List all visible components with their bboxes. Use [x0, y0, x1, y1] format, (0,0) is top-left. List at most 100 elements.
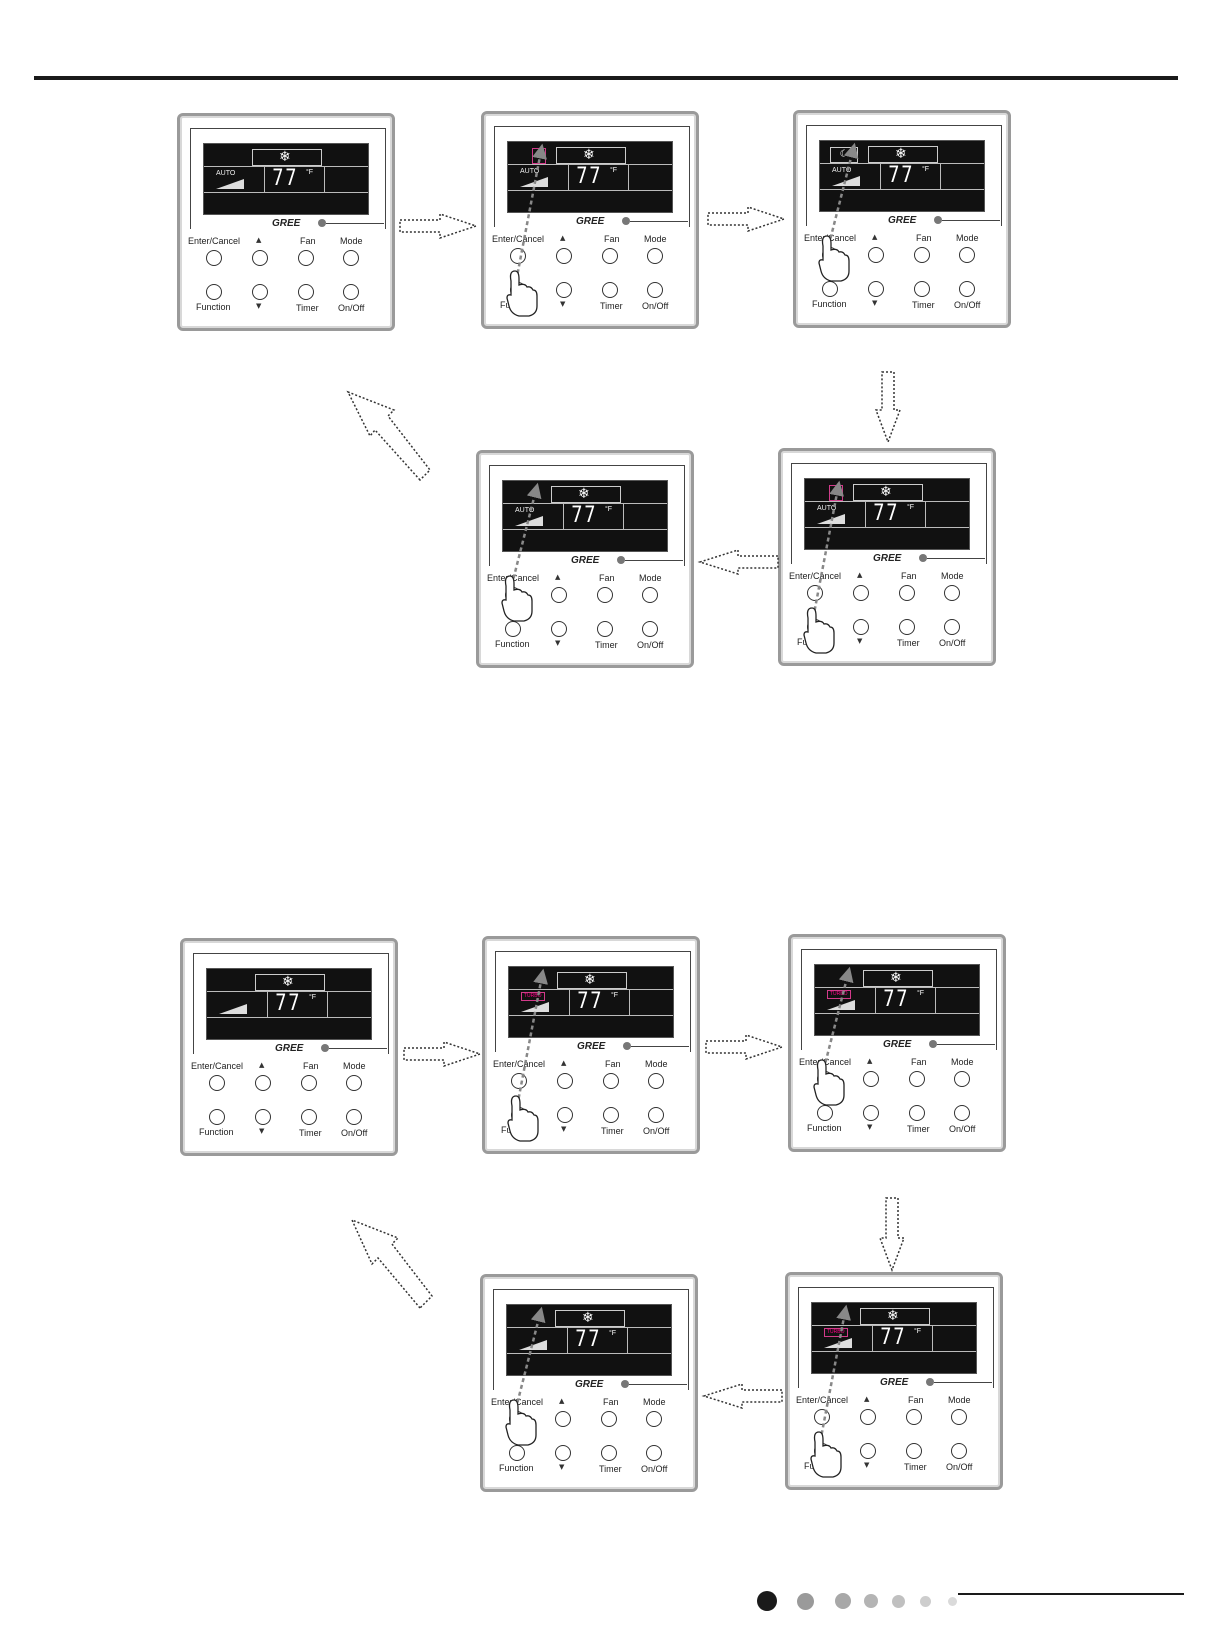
remote-panel-turbo-3: ❄TURBO77°FGREEEnter/Cancel▲FanModeFuncti… — [788, 934, 1006, 1152]
screen-line — [820, 163, 984, 164]
on-off-label: On/Off — [637, 640, 664, 650]
indicator-line — [625, 560, 683, 561]
timer-button[interactable] — [899, 619, 915, 635]
timer-button[interactable] — [597, 621, 613, 637]
down-button[interactable] — [868, 281, 884, 297]
mode-box: ❄ — [557, 972, 627, 989]
timer-button[interactable] — [914, 281, 930, 297]
down-button[interactable] — [556, 282, 572, 298]
fan-button[interactable] — [914, 247, 930, 263]
up-button[interactable] — [868, 247, 884, 263]
function-button[interactable] — [509, 1445, 525, 1461]
down-button[interactable] — [860, 1443, 876, 1459]
down-button[interactable] — [252, 284, 268, 300]
on-off-button[interactable] — [642, 621, 658, 637]
mode-label: Mode — [644, 234, 667, 244]
timer-button[interactable] — [906, 1443, 922, 1459]
indicator-dot — [929, 1040, 937, 1048]
arrow-right-3 — [403, 1040, 483, 1068]
fan-button[interactable] — [602, 248, 618, 264]
screen-line — [812, 1325, 976, 1326]
mode-button[interactable] — [648, 1073, 664, 1089]
enter-cancel-button[interactable] — [209, 1075, 225, 1091]
fan-button[interactable] — [906, 1409, 922, 1425]
mode-button[interactable] — [343, 250, 359, 266]
function-label: Function — [499, 1463, 534, 1473]
screen-divider — [925, 501, 926, 527]
on-off-button[interactable] — [648, 1107, 664, 1123]
panel-frame — [494, 126, 690, 227]
mode-button[interactable] — [954, 1071, 970, 1087]
fan-label: Fan — [916, 233, 932, 243]
function-button[interactable] — [817, 1105, 833, 1121]
down-button[interactable] — [551, 621, 567, 637]
screen-line — [815, 987, 979, 988]
mode-button[interactable] — [646, 1411, 662, 1427]
timer-button[interactable] — [603, 1107, 619, 1123]
up-button[interactable] — [853, 585, 869, 601]
mode-button[interactable] — [647, 248, 663, 264]
up-button[interactable] — [551, 587, 567, 603]
function-button[interactable] — [206, 284, 222, 300]
fan-button[interactable] — [603, 1073, 619, 1089]
on-off-button[interactable] — [343, 284, 359, 300]
temperature-value: 77 — [576, 164, 603, 189]
fan-button[interactable] — [597, 587, 613, 603]
mode-button[interactable] — [944, 585, 960, 601]
snowflake-icon: ❄ — [890, 970, 902, 986]
function-button[interactable] — [209, 1109, 225, 1125]
screen-line — [805, 501, 969, 502]
mode-box: ❄ — [853, 484, 923, 501]
timer-label: Timer — [897, 638, 920, 648]
up-button[interactable] — [555, 1411, 571, 1427]
on-off-button[interactable] — [951, 1443, 967, 1459]
fan-button[interactable] — [601, 1411, 617, 1427]
on-off-button[interactable] — [959, 281, 975, 297]
fan-button[interactable] — [301, 1075, 317, 1091]
on-off-button[interactable] — [954, 1105, 970, 1121]
down-button[interactable] — [557, 1107, 573, 1123]
up-button[interactable] — [255, 1075, 271, 1091]
snowflake-icon: ❄ — [582, 1310, 594, 1326]
mode-button[interactable] — [959, 247, 975, 263]
up-button[interactable] — [557, 1073, 573, 1089]
down-button[interactable] — [853, 619, 869, 635]
timer-button[interactable] — [602, 282, 618, 298]
function-button[interactable] — [505, 621, 521, 637]
auto-label: AUTO — [216, 170, 236, 177]
mode-button[interactable] — [346, 1075, 362, 1091]
on-off-button[interactable] — [346, 1109, 362, 1125]
press-indicator-line — [514, 968, 548, 1113]
screen-divider — [568, 164, 569, 190]
fan-button[interactable] — [899, 585, 915, 601]
pointing-hand-icon — [813, 1059, 845, 1106]
fan-button[interactable] — [909, 1071, 925, 1087]
timer-button[interactable] — [298, 284, 314, 300]
timer-button[interactable] — [301, 1109, 317, 1125]
up-button[interactable] — [556, 248, 572, 264]
up-button[interactable] — [860, 1409, 876, 1425]
on-off-label: On/Off — [946, 1462, 973, 1472]
mode-button[interactable] — [642, 587, 658, 603]
up-label: ▲ — [559, 1397, 565, 1405]
fan-button[interactable] — [298, 250, 314, 266]
mode-button[interactable] — [951, 1409, 967, 1425]
down-button[interactable] — [255, 1109, 271, 1125]
timer-button[interactable] — [601, 1445, 617, 1461]
temperature-unit: °F — [917, 990, 925, 997]
on-off-label: On/Off — [939, 638, 966, 648]
fan-label: Fan — [603, 1397, 619, 1407]
on-off-button[interactable] — [647, 282, 663, 298]
down-button[interactable] — [863, 1105, 879, 1121]
up-label: ▲ — [864, 1395, 870, 1403]
screen-line — [820, 189, 984, 190]
up-button[interactable] — [252, 250, 268, 266]
down-button[interactable] — [555, 1445, 571, 1461]
temperature-value: 77 — [873, 501, 900, 526]
on-off-button[interactable] — [944, 619, 960, 635]
timer-button[interactable] — [909, 1105, 925, 1121]
enter-cancel-button[interactable] — [206, 250, 222, 266]
up-button[interactable] — [863, 1071, 879, 1087]
on-off-button[interactable] — [646, 1445, 662, 1461]
function-button[interactable] — [822, 281, 838, 297]
